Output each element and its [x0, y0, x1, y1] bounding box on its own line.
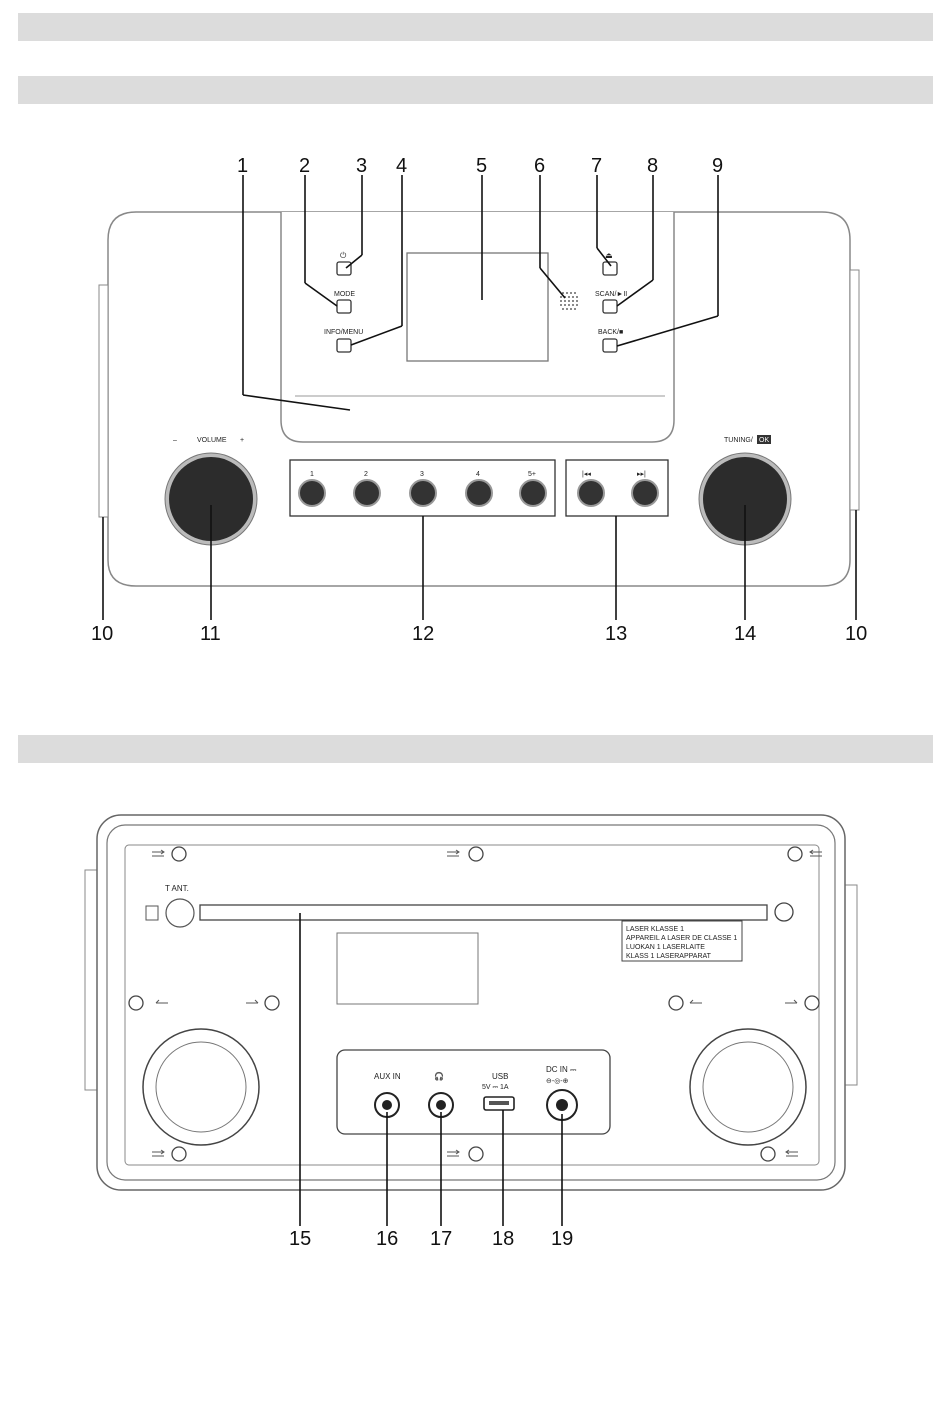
back-label: BACK/■	[598, 329, 623, 336]
prev-button[interactable]	[578, 480, 604, 506]
scan-label: SCAN/►II	[595, 291, 627, 298]
usb-rating: 5V ⎓ 1A	[482, 1084, 509, 1091]
preset-label-3: 3	[420, 471, 424, 478]
antenna-end-cap	[775, 903, 793, 921]
volume-plus: +	[240, 437, 244, 444]
callout-3: 3	[356, 155, 367, 177]
mode-label: MODE	[334, 291, 355, 298]
callout-17: 17	[430, 1228, 452, 1250]
preset-label-2: 2	[364, 471, 368, 478]
callout-4: 4	[396, 155, 407, 177]
dc-in-jack-hole	[556, 1099, 568, 1111]
telescopic-antenna[interactable]	[200, 905, 767, 920]
laser-line-1: LASER KLASSE 1	[626, 926, 684, 933]
callout-6: 6	[534, 155, 545, 177]
preset-button-4[interactable]	[466, 480, 492, 506]
scan-play-pause-button[interactable]	[603, 300, 617, 313]
tuning-ok-text: OK	[759, 437, 769, 444]
callout-9: 9	[712, 155, 723, 177]
speaker-left-inner	[156, 1042, 246, 1132]
headphone-jack-hole	[436, 1100, 446, 1110]
side-handle-right	[850, 270, 859, 510]
dc-polarity: ⊖-◎-⊕	[546, 1078, 569, 1085]
callout-8: 8	[647, 155, 658, 177]
preset-button-5[interactable]	[520, 480, 546, 506]
usb-port-tongue	[489, 1101, 509, 1105]
info-menu-button[interactable]	[337, 339, 351, 352]
side-handle-left	[99, 285, 108, 517]
callout-16: 16	[376, 1228, 398, 1250]
headphone-icon: 🎧	[434, 1071, 444, 1081]
preset-button-1[interactable]	[299, 480, 325, 506]
display-screen	[407, 253, 548, 361]
usb-label: USB	[492, 1072, 508, 1081]
speaker-right-inner	[703, 1042, 793, 1132]
info-menu-label: INFO/MENU	[324, 329, 363, 336]
laser-line-2: APPAREIL A LASER DE CLASSE 1	[626, 935, 737, 942]
back-stop-button[interactable]	[603, 339, 617, 352]
tuning-label: TUNING/	[724, 437, 753, 444]
rating-label-sticker	[337, 933, 478, 1004]
volume-label: VOLUME	[197, 437, 227, 444]
mode-button[interactable]	[337, 300, 351, 313]
callout-1: 1	[237, 155, 248, 177]
callout-2: 2	[299, 155, 310, 177]
preset-label-4: 4	[476, 471, 480, 478]
laser-line-3: LUOKAN 1 LASERLAITE	[626, 944, 705, 951]
callout-5: 5	[476, 155, 487, 177]
antenna-label: T ANT.	[165, 884, 189, 893]
callout-10-left: 10	[91, 623, 113, 645]
prev-symbol: |◂◂	[582, 471, 591, 478]
callout-15: 15	[289, 1228, 311, 1250]
callout-19: 19	[551, 1228, 573, 1250]
preset-label-1: 1	[310, 471, 314, 478]
next-button[interactable]	[632, 480, 658, 506]
next-symbol: ▸▸|	[637, 471, 646, 478]
power-button[interactable]	[337, 262, 351, 275]
aux-in-jack-hole	[382, 1100, 392, 1110]
aux-in-label: AUX IN	[374, 1072, 401, 1081]
antenna-tip-left	[146, 906, 158, 920]
callout-18: 18	[492, 1228, 514, 1250]
callout-7: 7	[591, 155, 602, 177]
callout-13: 13	[605, 623, 627, 645]
preset-button-2[interactable]	[354, 480, 380, 506]
antenna-swivel	[166, 899, 194, 927]
back-side-handle-right	[845, 885, 857, 1085]
preset-button-3[interactable]	[410, 480, 436, 506]
back-side-handle-left	[85, 870, 97, 1090]
callout-14: 14	[734, 623, 756, 645]
callout-12: 12	[412, 623, 434, 645]
preset-label-5: 5+	[528, 471, 536, 478]
callout-10-right: 10	[845, 623, 867, 645]
callout-11: 11	[200, 623, 221, 645]
power-symbol: ⏻	[340, 251, 347, 260]
dc-in-label: DC IN ⎓	[546, 1065, 577, 1074]
volume-minus: –	[173, 437, 177, 444]
laser-line-4: KLASS 1 LASERAPPARAT	[626, 953, 712, 960]
